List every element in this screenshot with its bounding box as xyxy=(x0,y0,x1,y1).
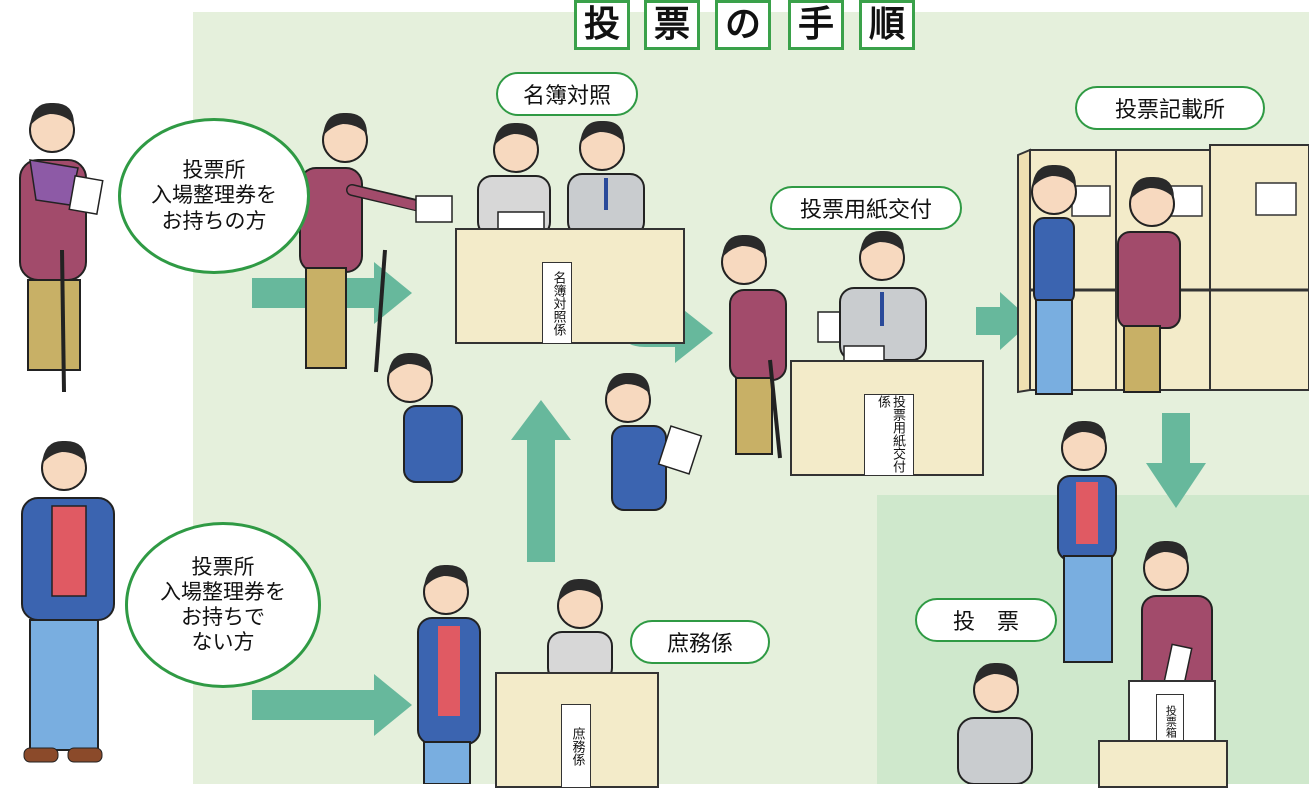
waiting-voter-figure xyxy=(387,351,703,511)
bubble-without-ticket: 投票所 入場整理券を お持ちで ない方 xyxy=(125,522,321,688)
young-voter-figure xyxy=(21,439,115,763)
title-char: 手 xyxy=(788,0,844,50)
elderly-voter-figure xyxy=(19,101,104,393)
ballot-box-table xyxy=(1098,740,1228,788)
title-char: 票 xyxy=(644,0,700,50)
bubble-line: お持ちの方 xyxy=(161,208,267,233)
general-affairs-desk: 庶務係 xyxy=(495,672,659,788)
arrow-right-icon xyxy=(976,292,1032,350)
general-affairs-staff-figure xyxy=(547,577,613,683)
voter-casting-ballot-figure xyxy=(1141,539,1213,697)
bubble-line: 投票所 xyxy=(191,554,255,579)
roll-check-desk-sign: 名簿対照係 xyxy=(542,262,572,344)
ballot-box-sign: 投票箱 xyxy=(1156,694,1184,748)
ballot-issue-desk: 投票用紙交付係 xyxy=(790,360,984,476)
bubble-line: お持ちで xyxy=(181,605,265,629)
voter-at-roll-check-figure xyxy=(299,111,453,373)
label-writing-booth: 投票記載所 xyxy=(1075,86,1265,130)
arrow-down-icon xyxy=(1146,413,1206,508)
voter-to-ballot-box-figure xyxy=(1057,419,1117,663)
bubble-line: 投票所 xyxy=(182,158,246,183)
voters-writing-figures xyxy=(1031,163,1181,395)
arrow-up-icon xyxy=(511,400,571,562)
young-voter-at-desk-figure xyxy=(417,563,481,784)
bubble-line: 入場整理券を xyxy=(151,183,277,208)
arrow-right-icon xyxy=(252,674,412,736)
label-voting: 投 票 xyxy=(915,598,1057,642)
label-general-affairs: 庶務係 xyxy=(630,620,770,664)
bubble-line: 入場整理券を xyxy=(160,579,286,604)
general-affairs-desk-sign: 庶務係 xyxy=(561,704,591,788)
roll-check-desk: 名簿対照係 xyxy=(455,228,685,344)
title-char: の xyxy=(715,0,771,50)
bubble-with-ticket: 投票所 入場整理券を お持ちの方 xyxy=(118,118,310,274)
voter-waiting-to-vote-figure xyxy=(957,661,1033,784)
ballot-issue-desk-sign: 投票用紙交付係 xyxy=(864,394,914,476)
title-char: 投 xyxy=(574,0,630,50)
roll-check-staff-figures xyxy=(477,119,645,239)
title-char: 順 xyxy=(859,0,915,50)
bubble-line: ない方 xyxy=(191,630,255,655)
label-ballot-issue: 投票用紙交付 xyxy=(770,186,962,230)
label-roll-check: 名簿対照 xyxy=(496,72,638,116)
